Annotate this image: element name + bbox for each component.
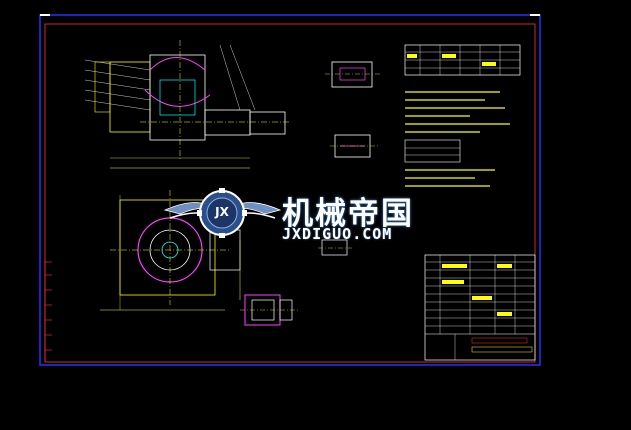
watermark-logo: [163, 188, 282, 238]
watermark-brand-en: JXDIGUO.COM: [282, 225, 393, 243]
parameter-table[interactable]: [404, 44, 521, 76]
detail-view-c[interactable]: [318, 239, 352, 256]
left-margin-ruler: [44, 260, 52, 362]
title-block[interactable]: [424, 254, 536, 361]
upper-assembly-view[interactable]: [84, 40, 290, 169]
drawing-inner-frame: [44, 23, 536, 363]
drawing-title-chip: [45, 17, 91, 26]
detail-view-a[interactable]: [325, 61, 380, 88]
drawing-outer-frame: [39, 14, 541, 366]
gear-icon: [197, 188, 247, 238]
watermark-badge-text: JX: [215, 205, 229, 219]
watermark-brand-cn: 机械帝国: [282, 196, 414, 232]
technical-notes: [404, 91, 510, 187]
detail-view-b[interactable]: [330, 134, 378, 158]
motor-view[interactable]: [239, 240, 300, 326]
